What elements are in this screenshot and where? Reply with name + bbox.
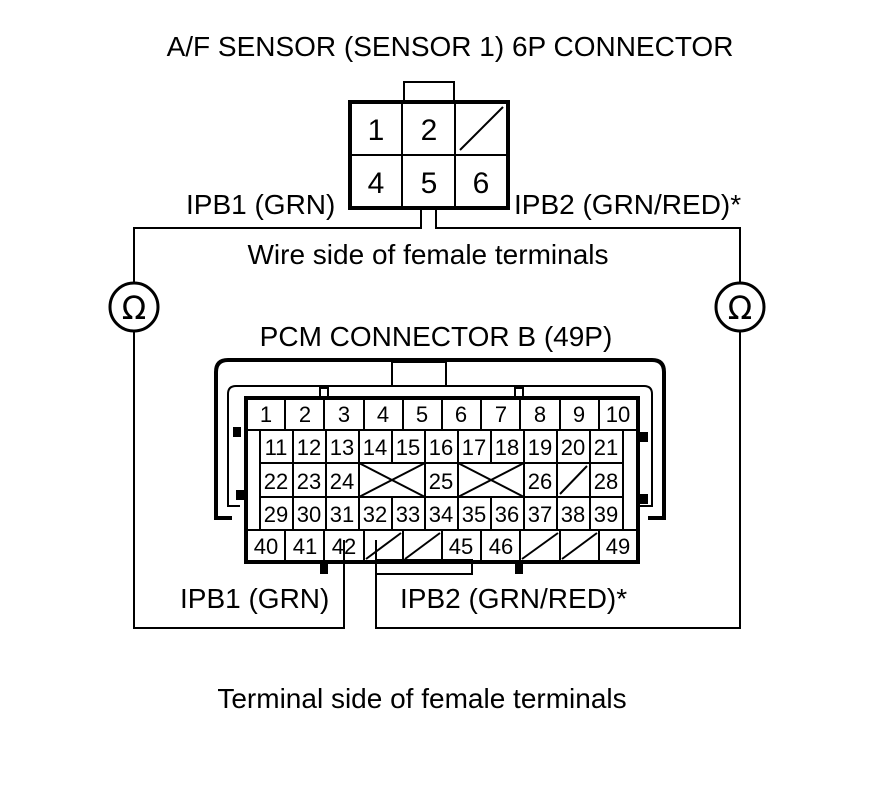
af-terminal: 4 [368, 167, 385, 200]
pcm-terminal: 10 [606, 402, 630, 427]
ipb1-label-top: IPB1 (GRN) [186, 189, 335, 220]
pcm-terminal: 38 [561, 502, 585, 527]
pcm-terminal: 17 [462, 435, 486, 460]
ohm-symbol: Ω [122, 289, 146, 327]
pcm-connector: 1 2 3 4 5 6 7 8 9 10 11 12 13 14 15 16 1… [214, 358, 666, 575]
pcm-blank-slash [404, 532, 441, 560]
ipb2-label-top: IPB2 (GRN/RED)* [514, 189, 741, 220]
pcm-terminal: 22 [264, 469, 288, 494]
pcm-terminal: 45 [449, 534, 473, 559]
pcm-terminal: 46 [489, 534, 513, 559]
pcm-terminal: 49 [606, 534, 630, 559]
pcm-terminal: 15 [396, 435, 420, 460]
wire-ipb1 [133, 208, 422, 629]
pcm-connector-title: PCM CONNECTOR B (49P) [260, 321, 613, 352]
pcm-terminal: 21 [594, 435, 618, 460]
pcm-terminal: 42 [332, 534, 356, 559]
af-terminal: 1 [368, 114, 385, 147]
pcm-blank-cross [457, 462, 525, 498]
pcm-terminal: 5 [416, 402, 428, 427]
af-connector-title: A/F SENSOR (SENSOR 1) 6P CONNECTOR [167, 31, 734, 62]
ohmmeter-left-icon: Ω [108, 281, 160, 333]
pcm-terminal: 23 [297, 469, 321, 494]
pcm-blank-slash [559, 465, 588, 495]
pcm-terminal: 35 [462, 502, 486, 527]
pcm-terminal: 28 [594, 469, 618, 494]
af-terminal: 2 [421, 114, 438, 147]
pcm-terminal: 30 [297, 502, 321, 527]
pcm-terminal: 2 [299, 402, 311, 427]
pcm-terminal: 6 [455, 402, 467, 427]
pcm-blank-cross [358, 462, 426, 498]
pcm-terminal: 14 [363, 435, 387, 460]
pcm-terminal: 41 [293, 534, 317, 559]
pcm-blank-slash [365, 532, 402, 560]
pcm-terminal: 1 [260, 402, 272, 427]
pcm-terminal: 12 [297, 435, 321, 460]
pcm-terminal: 29 [264, 502, 288, 527]
ohmmeter-right-icon: Ω [714, 281, 766, 333]
wire-ipb2 [375, 208, 741, 629]
pcm-terminal: 25 [429, 469, 453, 494]
ipb1-label-bottom: IPB1 (GRN) [180, 583, 329, 614]
pcm-terminal: 36 [495, 502, 519, 527]
pcm-terminal: 4 [377, 402, 389, 427]
pcm-terminal: 34 [429, 502, 453, 527]
pcm-terminal: 39 [594, 502, 618, 527]
terminal-side-caption: Terminal side of female terminals [217, 683, 626, 714]
pcm-terminal: 20 [561, 435, 585, 460]
pcm-terminal: 33 [396, 502, 420, 527]
af-sensor-connector: 1 2 4 5 6 [348, 81, 510, 210]
pcm-terminal: 31 [330, 502, 354, 527]
pcm-blank-slash [561, 532, 598, 560]
ipb2-label-bottom: IPB2 (GRN/RED)* [400, 583, 627, 614]
pcm-terminal: 18 [495, 435, 519, 460]
pcm-terminal: 8 [534, 402, 546, 427]
pcm-terminal: 9 [573, 402, 585, 427]
pcm-terminal: 19 [528, 435, 552, 460]
pcm-terminal: 11 [265, 435, 288, 460]
pcm-terminal: 13 [330, 435, 354, 460]
ohm-symbol: Ω [728, 289, 752, 327]
af-terminal: 5 [421, 167, 438, 200]
pcm-terminal: 16 [429, 435, 453, 460]
pcm-terminal: 7 [495, 402, 507, 427]
pcm-terminal: 37 [528, 502, 552, 527]
pcm-terminal: 32 [363, 502, 387, 527]
pcm-terminal: 26 [528, 469, 552, 494]
wire-side-caption: Wire side of female terminals [247, 239, 608, 270]
pcm-terminal: 40 [254, 534, 278, 559]
af-unused-slash [459, 106, 504, 151]
pcm-blank-slash [521, 532, 559, 560]
pcm-terminal: 24 [330, 469, 354, 494]
pcm-terminal: 3 [338, 402, 350, 427]
af-terminal: 6 [473, 167, 490, 200]
